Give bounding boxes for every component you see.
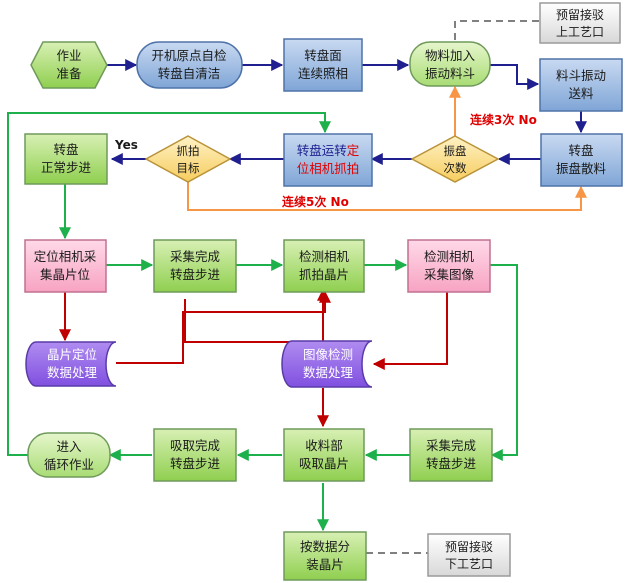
- node-detect-img-l2: 采集图像: [424, 267, 475, 282]
- node-hopper: 物料加入 振动料斗: [409, 41, 491, 87]
- node-normal-step-l2: 正常步进: [41, 160, 92, 175]
- node-pos-proc: 晶片定位 数据处理: [25, 341, 117, 387]
- node-normal-step: 转盘 正常步进: [24, 133, 108, 185]
- node-detect-img: 检测相机 采集图像: [407, 239, 491, 293]
- node-photo-l2: 连续照相: [298, 66, 348, 81]
- node-reserve-up-l1: 预留接驳: [556, 7, 604, 22]
- node-collect-step1-l2: 转盘步进: [170, 267, 221, 282]
- node-rotate-l1-red: 定: [347, 143, 360, 158]
- node-scatter-l1: 转盘: [568, 143, 593, 158]
- node-loop-l1: 进入: [56, 439, 82, 454]
- node-loop: 进入 循环作业: [27, 432, 111, 478]
- label-yes: Yes: [114, 138, 138, 152]
- node-receive-l1: 收料部: [305, 438, 343, 453]
- node-sort-l1: 按数据分: [300, 539, 350, 554]
- arrow-detectimg-imgproc: [372, 292, 448, 370]
- node-target-l1: 抓拍: [177, 144, 200, 158]
- node-rotate-l1-main: 转盘运转: [297, 143, 347, 158]
- node-vib-count-l2: 次数: [444, 161, 467, 175]
- node-img-proc: 图像检测 数据处理: [281, 340, 373, 388]
- node-photo-l1: 转盘面: [304, 48, 342, 63]
- node-reserve-up-l2: 上工艺口: [556, 25, 604, 39]
- node-home-l1: 开机原点自检: [151, 48, 227, 63]
- dashed-hopper-reserve-up: [454, 20, 540, 40]
- node-prep: 作业 准备: [30, 41, 108, 89]
- node-home-l2: 转盘自清洁: [158, 66, 221, 81]
- label-no-5: 连续5次 No: [282, 194, 349, 209]
- node-suck-step-l2: 转盘步进: [170, 456, 221, 471]
- node-locate-l1: 定位相机采: [34, 249, 97, 264]
- node-photo: 转盘面 连续照相: [283, 38, 363, 92]
- node-scatter: 转盘 振盘散料: [540, 133, 623, 187]
- node-rotate-l1: 转盘运转定: [297, 143, 360, 158]
- node-collect-step1-l1: 采集完成: [170, 249, 220, 264]
- node-reserve-down-l1: 预留接驳: [445, 539, 493, 554]
- arrow-locate-detectcam: [184, 288, 329, 343]
- node-pos-proc-l1: 晶片定位: [47, 347, 97, 362]
- node-suck-step-l1: 吸取完成: [170, 438, 220, 453]
- node-suck-step: 吸取完成 转盘步进: [153, 428, 237, 482]
- arrow-hopper-feed: [490, 64, 540, 90]
- node-hopper-l1: 物料加入: [425, 48, 476, 63]
- node-img-proc-l2: 数据处理: [303, 365, 354, 380]
- node-rotate-l2: 位相机抓拍: [297, 161, 360, 176]
- node-collect-step1: 采集完成 转盘步进: [153, 239, 237, 293]
- label-no-3: 连续3次 No: [470, 112, 537, 127]
- arrow-target-scatter-no5: [187, 181, 587, 211]
- connectors: [7, 20, 587, 554]
- arrow-posproc-detectcam: [116, 290, 331, 364]
- node-reserve-up: 预留接驳 上工艺口: [539, 2, 621, 44]
- node-target-l2: 目标: [177, 161, 200, 175]
- node-rotate: 转盘运转定 位相机抓拍: [283, 133, 373, 187]
- node-prep-l2: 准备: [56, 66, 82, 81]
- node-collect-step2-l1: 采集完成: [426, 438, 476, 453]
- node-img-proc-l1: 图像检测: [303, 347, 353, 362]
- node-locate: 定位相机采 集晶片位: [24, 239, 107, 293]
- node-detect-img-l1: 检测相机: [424, 249, 475, 264]
- node-target: 抓拍 目标: [144, 135, 232, 183]
- node-scatter-l2: 振盘散料: [556, 161, 607, 176]
- arrow-loop-rotate: [7, 112, 331, 456]
- node-feed: 料斗振动 送料: [539, 58, 623, 112]
- node-feed-l2: 送料: [568, 86, 594, 101]
- node-pos-proc-l2: 数据处理: [47, 365, 98, 380]
- node-detect-cam-l1: 检测相机: [299, 249, 350, 264]
- node-receive: 收料部 吸取晶片: [283, 428, 365, 482]
- node-normal-step-l1: 转盘: [53, 142, 78, 157]
- node-hopper-l2: 振动料斗: [425, 66, 475, 81]
- node-collect-step2-l2: 转盘步进: [426, 456, 477, 471]
- arrow-detectimg-collect2: [490, 264, 518, 461]
- node-detect-cam: 检测相机 抓拍晶片: [283, 239, 365, 293]
- node-sort-l2: 装晶片: [306, 557, 344, 572]
- node-detect-cam-l2: 抓拍晶片: [299, 267, 349, 282]
- node-home: 开机原点自检 转盘自清洁: [136, 41, 243, 89]
- node-reserve-down: 预留接驳 下工艺口: [427, 533, 511, 577]
- node-reserve-down-l2: 下工艺口: [445, 557, 493, 571]
- node-prep-l1: 作业: [56, 48, 81, 63]
- node-locate-l2: 集晶片位: [40, 267, 90, 282]
- node-vib-count-l1: 振盘: [444, 144, 467, 158]
- node-sort: 按数据分 装晶片: [283, 531, 367, 581]
- node-receive-l2: 吸取晶片: [299, 456, 349, 471]
- node-feed-l1: 料斗振动: [556, 68, 606, 83]
- node-loop-l2: 循环作业: [44, 457, 94, 472]
- node-vib-count: 振盘 次数: [410, 135, 500, 183]
- node-collect-step2: 采集完成 转盘步进: [409, 428, 493, 482]
